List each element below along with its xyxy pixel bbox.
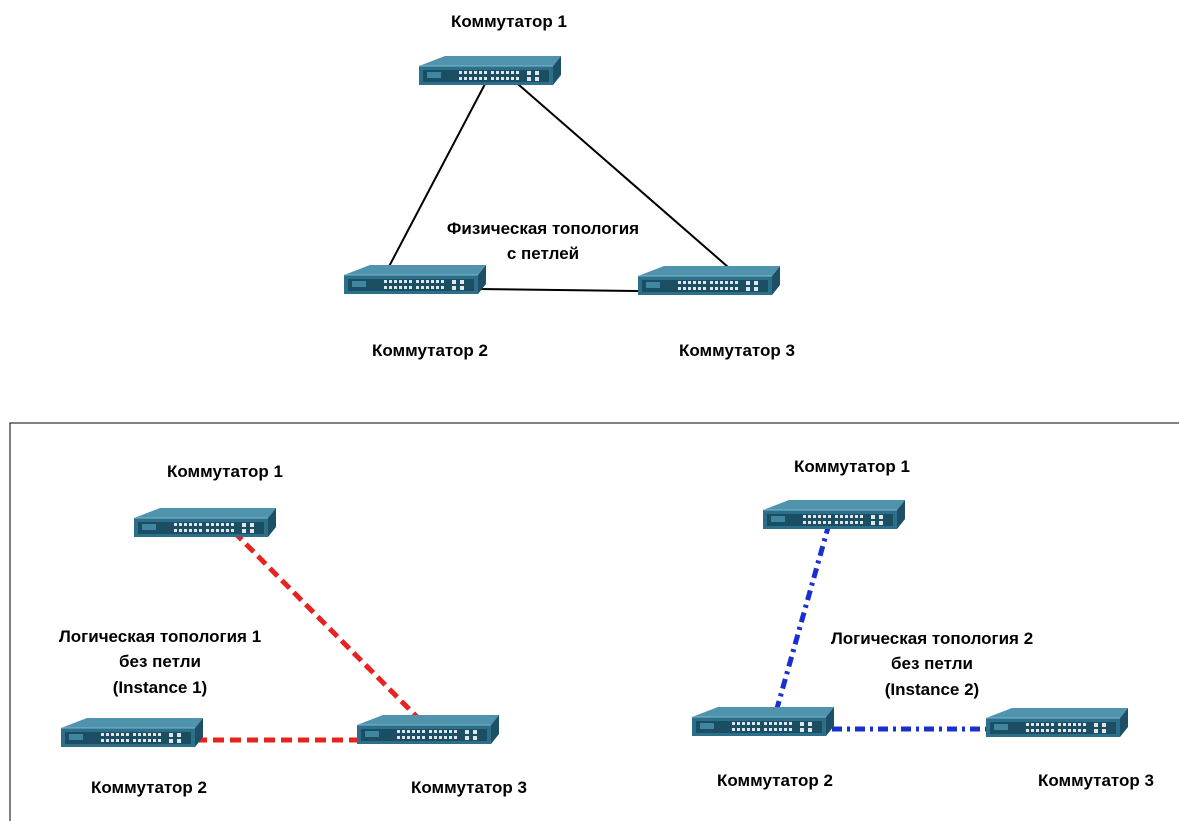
network-switch-icon [985,707,1129,738]
logical-topology-1: Коммутатор 1 Коммутатор 2 Коммутатор 3 Л… [59,462,527,797]
logical1-caption-line2: без петли [119,652,201,671]
network-switch-icon [356,714,500,745]
physical-link-1-3 [510,77,729,268]
physical-switch3-label: Коммутатор 3 [679,341,795,360]
network-switch-icon [418,55,562,86]
physical-caption-line2: с петлей [507,244,579,263]
physical-caption-line1: Физическая топология [447,219,639,238]
logical1-switch1-label: Коммутатор 1 [167,462,283,481]
logical1-caption-line3: (Instance 1) [113,678,207,697]
network-switch-icon [637,265,781,296]
logical2-switch3-label: Коммутатор 3 [1038,771,1154,790]
network-switch-icon [691,706,835,737]
physical-link-1-2 [383,83,486,277]
network-switch-icon [343,264,487,295]
physical-switch2-label: Коммутатор 2 [372,341,488,360]
physical-topology: Коммутатор 1 Коммутатор 2 Коммутатор 3 Ф… [343,12,795,360]
logical2-switch1-label: Коммутатор 1 [794,457,910,476]
logical1-caption-line1: Логическая топология 1 [59,627,261,646]
logical1-switch2-label: Коммутатор 2 [91,778,207,797]
network-switch-icon [133,507,277,538]
logical-frame [9,422,1179,821]
logical2-caption-line2: без петли [891,654,973,673]
physical-link-2-3 [477,288,641,292]
logical1-switch3-label: Коммутатор 3 [411,778,527,797]
logical1-link-1-3 [232,530,420,720]
logical-topology-2: Коммутатор 1 Коммутатор 2 Коммутатор 3 Л… [691,457,1154,790]
logical2-switch2-label: Коммутатор 2 [717,771,833,790]
network-switch-icon [60,717,204,748]
network-switch-icon [762,499,906,530]
logical2-caption-line1: Логическая топология 2 [831,629,1033,648]
logical2-caption-line3: (Instance 2) [885,680,979,699]
physical-switch1-label: Коммутатор 1 [451,12,567,31]
logical2-link-1-2 [773,523,832,713]
